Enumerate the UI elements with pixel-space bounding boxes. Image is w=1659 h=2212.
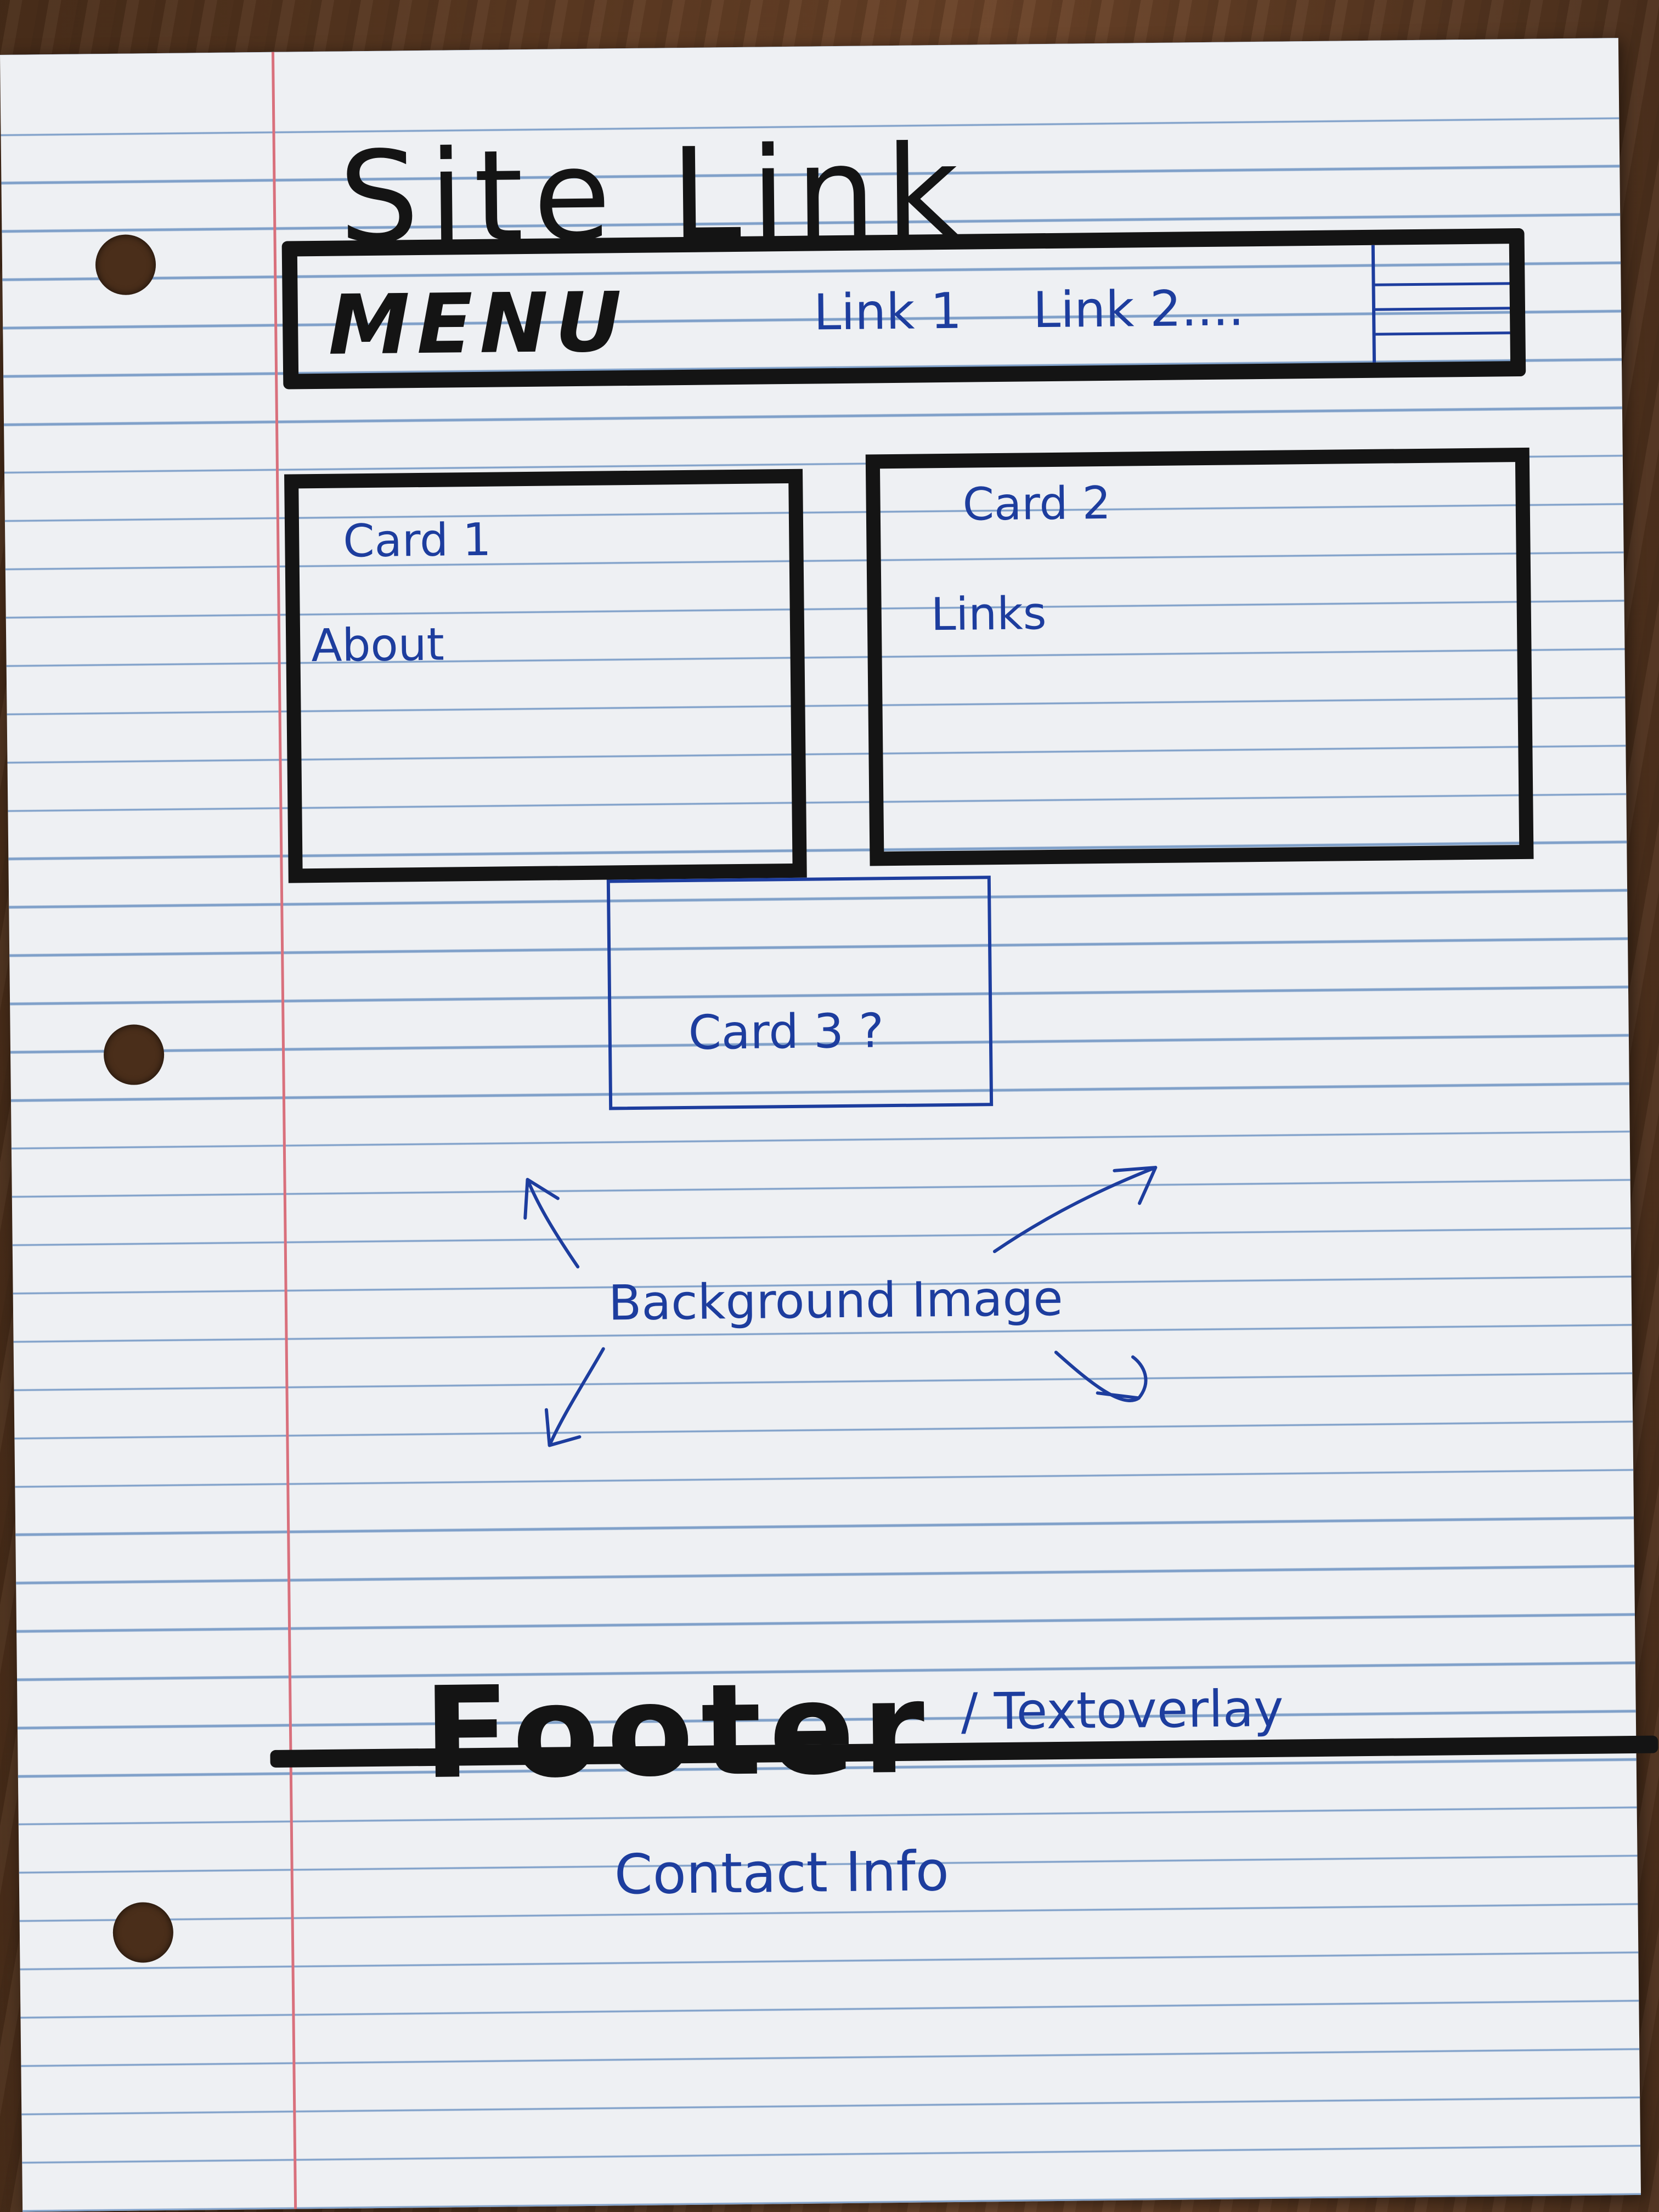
background-image-note: Background Image (608, 1269, 1063, 1331)
footer-title: Footer (422, 1655, 933, 1808)
background-arrows (523, 1166, 1158, 1447)
arrow-down-left-icon (544, 1347, 605, 1447)
arrow-up-left-icon (523, 1178, 580, 1269)
arrow-up-right-icon (992, 1166, 1158, 1254)
contact-info[interactable]: Contact Info (614, 1839, 950, 1907)
footer-overlay-note: / Textoverlay (961, 1679, 1284, 1741)
notebook-paper: Site Link MENU Link 1 Link 2.... Card 1 … (0, 38, 1658, 2212)
arrow-down-right-icon (1054, 1350, 1148, 1403)
